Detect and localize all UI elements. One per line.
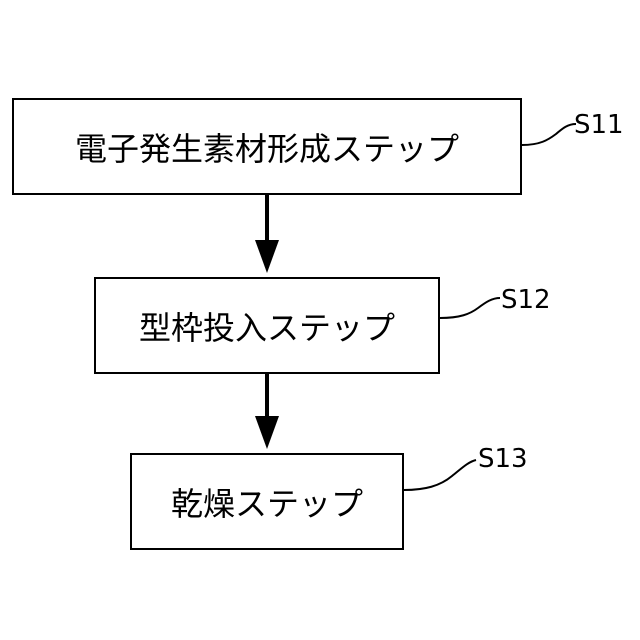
step-label-s12: S12: [501, 285, 551, 315]
leader-line-s12: [440, 298, 500, 318]
leader-line-s11: [522, 124, 576, 145]
step-label-s13: S13: [478, 444, 528, 474]
arrow-s12-to-s13: [255, 374, 279, 449]
step-text-s12: 型枠投入ステップ: [139, 303, 395, 349]
step-text-s11: 電子発生素材形成ステップ: [75, 124, 459, 170]
step-box-s12: 型枠投入ステップ: [94, 277, 440, 374]
arrow-s11-to-s12: [255, 195, 279, 273]
step-box-s11: 電子発生素材形成ステップ: [12, 98, 522, 195]
step-label-s11: S11: [574, 110, 624, 140]
leader-line-s13: [404, 460, 476, 490]
step-text-s13: 乾燥ステップ: [171, 479, 363, 525]
step-box-s13: 乾燥ステップ: [130, 453, 404, 550]
